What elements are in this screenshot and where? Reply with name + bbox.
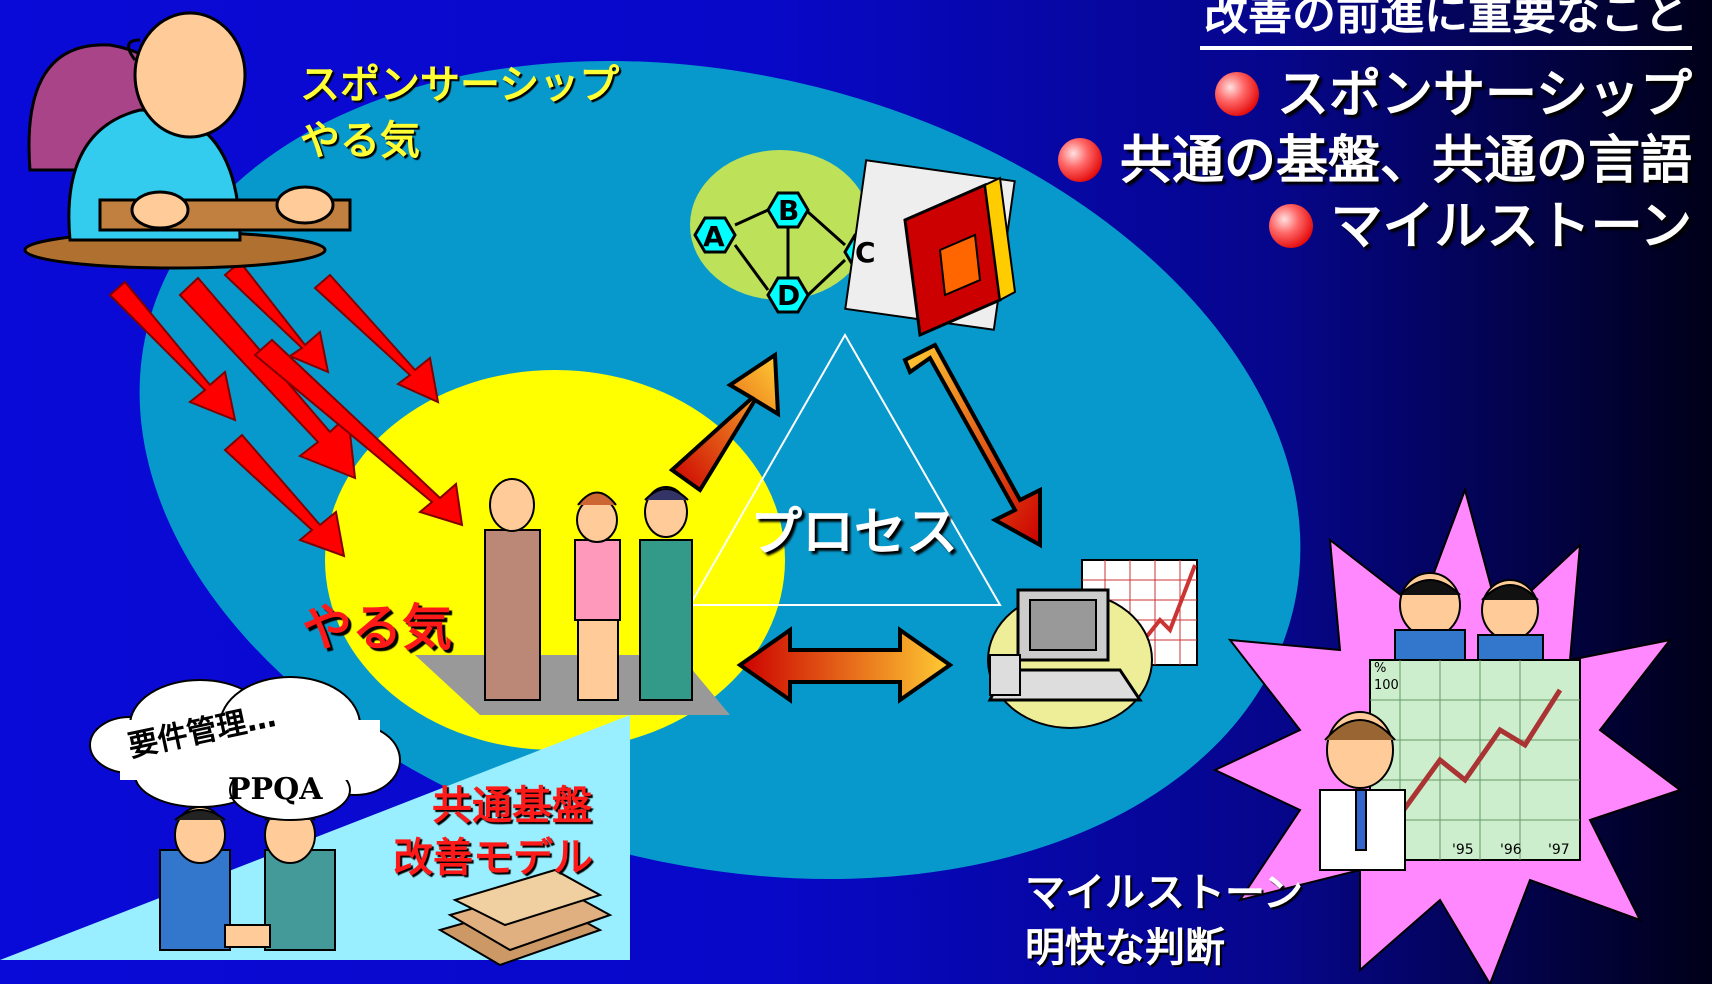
flow-node-c: C [855, 236, 876, 269]
common-base-label-line1: 共通基盤 [432, 783, 592, 829]
book-icon [844, 159, 1017, 338]
bullet-item: 共通の基盤、共通の言語 [1057, 128, 1692, 194]
bullet-dot-icon [1268, 204, 1313, 248]
sponsor-label-line1: スポンサーシップ [300, 62, 620, 108]
inset-chart-xtick: '96 [1500, 842, 1522, 858]
flow-node-b: B [778, 194, 800, 227]
bullet-text: スポンサーシップ [1277, 65, 1692, 125]
page-title: 改善の前進に重要なこと [1200, 0, 1692, 50]
bullet-dot-icon [1215, 72, 1260, 116]
bullet-text: 共通の基盤、共通の言語 [1119, 131, 1692, 191]
bullet-text: マイルストーン [1330, 197, 1692, 257]
sponsor-arrows [108, 260, 464, 558]
bullet-item: マイルストーン [1058, 194, 1692, 260]
process-triangle [688, 332, 1002, 606]
bullet-list: スポンサーシップ 共通の基盤、共通の言語 マイルストーン [1057, 62, 1692, 260]
bullet-dot-icon [1057, 138, 1102, 182]
cloud-label-line2: PPQA [228, 772, 323, 807]
presenter-figure [1319, 711, 1406, 871]
flowchart-links [733, 208, 847, 297]
motivation-label: やる気 [302, 599, 452, 657]
arrow-people-computer [736, 626, 954, 704]
flow-node-d: D [777, 279, 801, 312]
sponsor-figure [23, 11, 352, 270]
sponsor-label-line2: やる気 [300, 118, 420, 164]
inset-chart-xtick: '97 [1548, 842, 1570, 858]
process-label: プロセス [750, 503, 959, 563]
thought-cloud-fill [120, 720, 380, 780]
milestone-chart-line [1397, 688, 1563, 817]
milestone-label-line2: 明快な判断 [1025, 925, 1225, 971]
inset-chart-ytick: 100 [1374, 678, 1399, 693]
common-base-label-line2: 改善モデル [393, 835, 593, 881]
handshake-figures [159, 806, 336, 951]
team-figures [484, 478, 693, 701]
arrow-to-flowchart [668, 351, 781, 493]
milestone-label-line1: マイルストーン [1025, 870, 1303, 916]
arrow-flowchart-computer [902, 342, 1042, 549]
inset-chart-xtick: '95 [1452, 842, 1474, 858]
computer-icon [987, 559, 1198, 729]
inset-chart-unit: % [1374, 661, 1387, 676]
flow-node-a: A [703, 220, 725, 253]
bullet-item: スポンサーシップ [1058, 62, 1692, 128]
books-icon [437, 868, 613, 967]
flowchart-icon [693, 191, 887, 314]
process-arrows [668, 342, 1042, 704]
